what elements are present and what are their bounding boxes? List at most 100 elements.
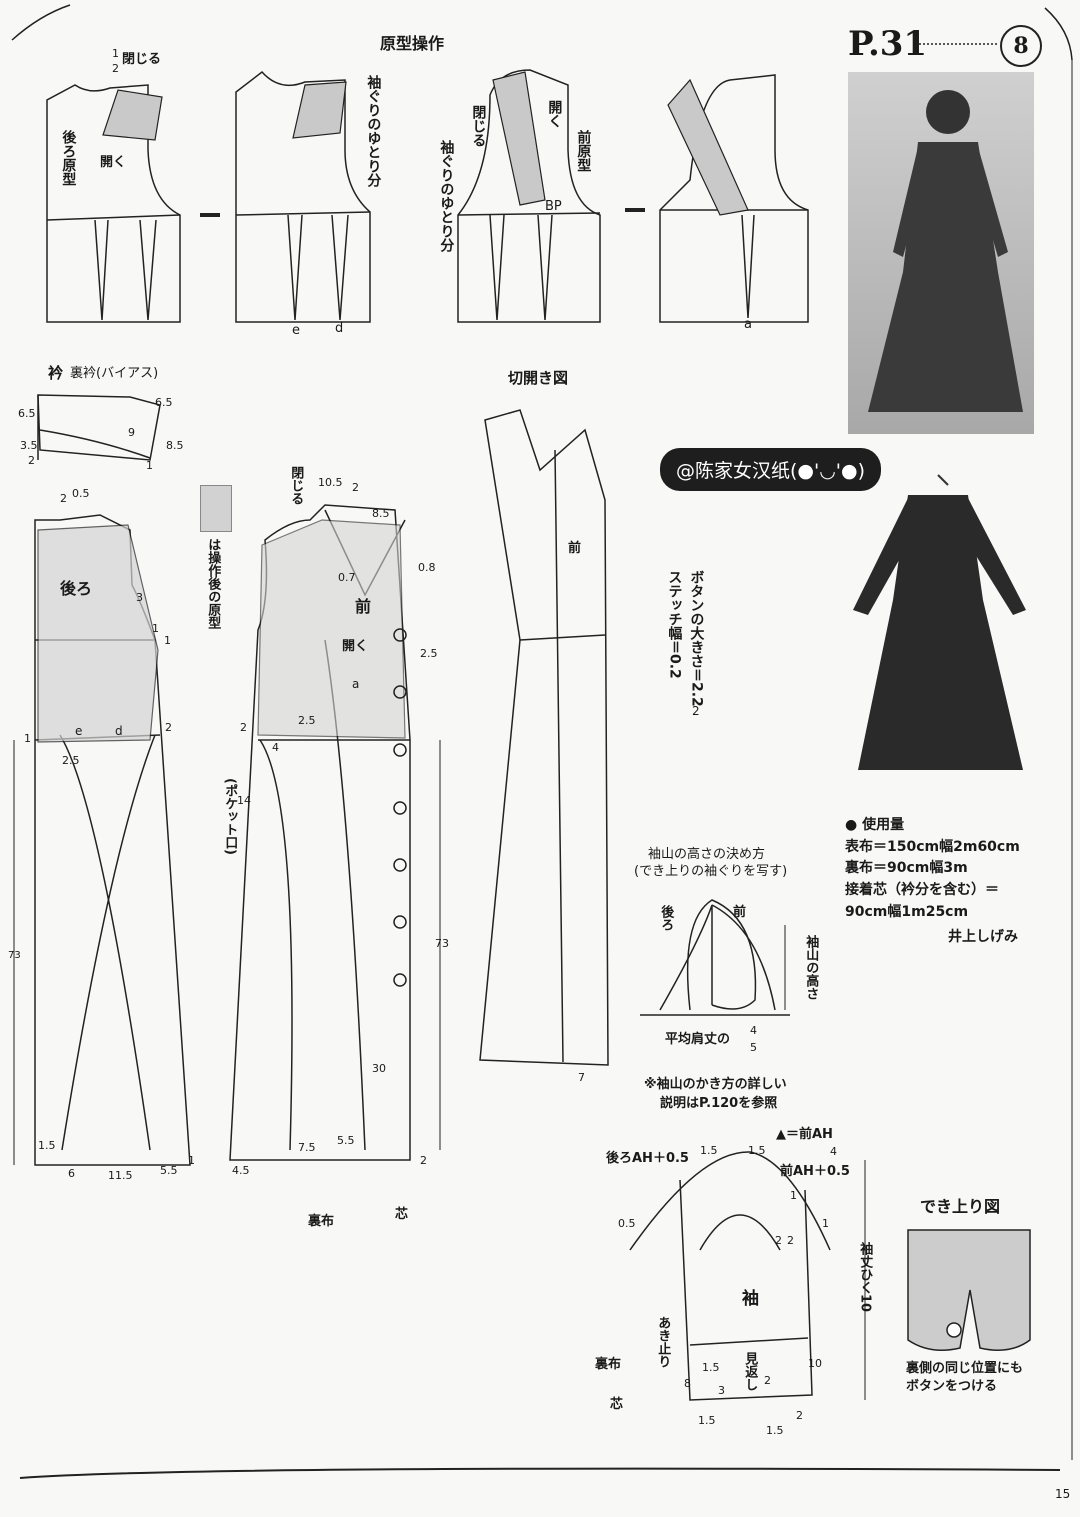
sleeve-m-1-5b: 1.5 — [748, 1144, 766, 1157]
front-m-2: 2 — [352, 481, 359, 494]
sleeve-m-1b: 1 — [822, 1217, 829, 1230]
sleeve-cap-frac-den: 5 — [750, 1041, 757, 1054]
back-m-3: 3 — [136, 591, 143, 604]
sleeve-m-1a: 1 — [790, 1189, 797, 1202]
back-m-5-5: 5.5 — [160, 1164, 178, 1177]
materials-block: ● 使用量 表布＝150cm幅2m60cm 裏布＝90cm幅3m 接着芯（衿分を… — [845, 815, 1020, 923]
sleeve-vent: あき止り — [655, 1316, 671, 1368]
sleeve-lining: 裏布 — [595, 1357, 622, 1372]
sleeve-cap-height: 袖山の高さ — [803, 935, 819, 1000]
front-m-30: 30 — [372, 1062, 386, 1075]
section-title: 原型操作 — [380, 34, 445, 53]
stitch-width-note: ステッチ幅＝0.2 — [666, 570, 683, 679]
sleeve-m-1-5d: 1.5 — [698, 1414, 716, 1427]
sleeve-cap-title1: 袖山の高さの決め方 — [648, 847, 766, 862]
sleeve-m-3: 3 — [718, 1384, 725, 1397]
back-m-d: d — [115, 724, 123, 738]
back-m-2: 2 — [60, 492, 67, 505]
sleeve-interfacing: 芯 — [610, 1397, 624, 1412]
back-m-2r: 2 — [165, 721, 172, 734]
collar-m-9: 9 — [128, 426, 135, 439]
collar-title: 衿 — [48, 364, 64, 382]
collar-m-3-5: 3.5 — [20, 439, 38, 452]
sleeve-cap-note1: ※袖山のかき方の詳しい — [644, 1077, 787, 1092]
materials-heading: ● 使用量 — [845, 817, 905, 833]
front-open-label2: 開く — [342, 639, 369, 654]
page-corner-number: 15 — [1055, 1487, 1071, 1501]
front-m-2-5: 2.5 — [420, 647, 438, 660]
sleeve-length: 袖丈ひく10 — [857, 1242, 873, 1313]
back-m-1b: 1 — [164, 634, 171, 647]
front-armhole-ease-label: 袖ぐりのゆとり分 — [438, 140, 455, 252]
back-open-label: 開く — [100, 155, 127, 170]
back-close-label: 閉じる — [122, 52, 162, 67]
collar-m-6-5a: 6.5 — [18, 407, 36, 420]
back-piece-label: 後ろ — [60, 579, 93, 598]
sleeve-m-10: 10 — [808, 1357, 822, 1370]
dress-photo — [848, 470, 1028, 785]
front-m-10-5: 10.5 — [318, 476, 343, 489]
sleeve-m-8: 8 — [684, 1377, 691, 1390]
front-m-4: 4 — [272, 741, 279, 754]
front-m-14: 14 — [237, 794, 251, 807]
back-frac-num: 1 — [112, 47, 119, 60]
slash-m-7: 7 — [578, 1071, 585, 1084]
slash-front-label: 前 — [568, 541, 582, 556]
model-photo — [848, 72, 1034, 434]
sleeve-m-1-5a: 1.5 — [700, 1144, 718, 1157]
watermark-text: @陈家女汉纸(●'◡'●) — [676, 460, 866, 482]
front-m-8-5: 8.5 — [372, 507, 390, 520]
materials-line1: 表布＝150cm幅2m60cm — [845, 838, 1020, 855]
front-open-label: 開く — [546, 100, 563, 128]
front-close-label2: 閉じる — [288, 466, 304, 505]
page-label: P.31 — [848, 24, 928, 64]
sleeve-m-2d: 2 — [796, 1409, 803, 1422]
collar-subtitle: 裏衿(バイアス) — [70, 366, 159, 381]
back-m-2-5: 2.5 — [62, 754, 80, 767]
dart-e-label: e — [292, 323, 300, 338]
legend-swatch — [200, 485, 232, 532]
front-close-label: 閉じる — [470, 105, 487, 147]
materials-line4: 90cm幅1m25cm — [845, 903, 969, 920]
back-m-1a: 1 — [152, 622, 159, 635]
back-m-6: 6 — [68, 1167, 75, 1180]
pocket-opening-label: (ポケット口) — [222, 778, 238, 855]
legend-text: は操作後の原型 — [205, 538, 221, 629]
dress-silhouette-icon — [853, 474, 1026, 770]
front-m-0-8: 0.8 — [418, 561, 436, 574]
front-m-5-5: 5.5 — [337, 1134, 355, 1147]
back-m-1l: 1 — [24, 732, 31, 745]
back-m-73: 73 — [8, 950, 21, 961]
sleeve-front-ah-frac-top: ▲＝前AH — [776, 1127, 833, 1142]
front-m-2l: 2 — [240, 721, 247, 734]
front-m-7-5: 7.5 — [298, 1141, 316, 1154]
sleeve-front-ah: 前AH＋0.5 — [780, 1164, 850, 1179]
sleeve-m-1-5c: 1.5 — [702, 1361, 720, 1374]
notes-m-2: 2 — [692, 704, 700, 718]
sleeve-cap-title2: (でき上りの袖ぐりを写す) — [634, 864, 788, 879]
front-m-0-7: 0.7 — [338, 571, 356, 584]
collar-m-2: 2 — [28, 454, 35, 467]
back-m-e: e — [75, 724, 83, 738]
back-m-1-5: 1.5 — [38, 1139, 56, 1152]
sleeve-cap-front: 前 — [733, 905, 747, 920]
button-size-note: ボタンの大きさ＝2.2 — [688, 570, 705, 707]
front-m-a: a — [352, 677, 360, 691]
front-m-2-5b: 2.5 — [298, 714, 316, 727]
slash-diagram-title: 切開き図 — [508, 369, 569, 387]
collar-m-8-5: 8.5 — [166, 439, 184, 452]
sleeve-cap-frac-num: 4 — [750, 1024, 757, 1037]
model-silhouette-icon — [868, 90, 1023, 412]
materials-line2: 裏布＝90cm幅3m — [845, 860, 968, 877]
author-name: 井上しげみ — [948, 929, 1018, 945]
dart-a-label: a — [744, 317, 752, 332]
page-badge: 8 — [1000, 25, 1042, 67]
sleeve-front-ah-frac-bot: 4 — [830, 1145, 837, 1158]
sleeve-m-2a: 2 — [775, 1234, 782, 1247]
front-block-label: 前原型 — [575, 130, 592, 172]
sleeve-m-2c: 2 — [764, 1374, 771, 1387]
sleeve-label: 袖 — [742, 1289, 759, 1309]
collar-m-1: 1 — [146, 459, 153, 472]
back-m-11-5: 11.5 — [108, 1169, 133, 1182]
